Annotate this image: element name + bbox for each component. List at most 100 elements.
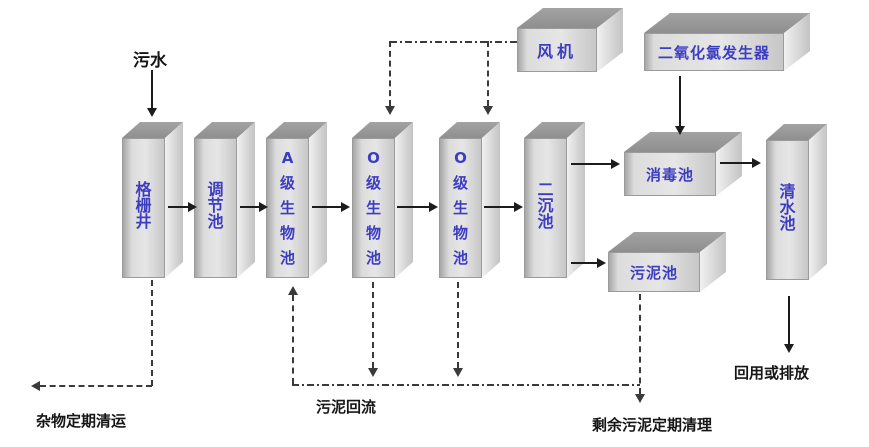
- box-label-char: 沉: [537, 196, 554, 215]
- dashed-line-o-bio-1-drain: [372, 282, 374, 368]
- dashed-line-fan-drop-2: [487, 41, 489, 106]
- arrowhead-down: [368, 368, 378, 377]
- arrowhead-up: [288, 286, 298, 295]
- box-label-char: 物: [365, 223, 381, 242]
- box-label-char: 池: [207, 212, 224, 231]
- box-label: 消毒池: [645, 165, 694, 184]
- dashed-line-return-to-a-bio: [292, 295, 294, 384]
- box-label-char: 清: [779, 182, 796, 201]
- box-front-face: O 级 生 物 池: [439, 138, 482, 278]
- arrowhead-down: [675, 126, 685, 135]
- arrowhead-down: [453, 368, 463, 377]
- box-label-char: O: [367, 148, 380, 167]
- box-3d-top-face: [194, 122, 255, 138]
- arrow-sewage-to-grid-well: [151, 70, 153, 108]
- box-3d-side-face: [482, 122, 500, 278]
- box-front-face: 清 水 池: [766, 140, 809, 280]
- box-3d-top-face: [644, 13, 810, 33]
- box-front-face: 风机: [517, 28, 597, 72]
- label-debris-removal: 杂物定期清运: [36, 412, 127, 430]
- arrow-o-bio-1-to-o-bio-2: [397, 206, 429, 208]
- box-3d-top-face: [517, 8, 623, 28]
- box-label-char: 调: [207, 180, 224, 199]
- arrowhead-right: [752, 158, 761, 168]
- box-label-char: O: [454, 148, 467, 167]
- dashed-line-grid-well-drop: [151, 280, 153, 386]
- box-label-char: 格: [135, 180, 152, 199]
- arrow-o-bio-2-to-sedimentation: [484, 206, 514, 208]
- arrowhead-right: [259, 202, 268, 212]
- box-label-char: 物: [279, 223, 295, 242]
- box-front-face: O 级 生 物 池: [352, 138, 395, 278]
- box-label-char: 栅: [135, 196, 152, 215]
- box-3d-top-face: [122, 122, 183, 138]
- box-3d-side-face: [809, 124, 827, 280]
- arrowhead-left: [31, 381, 40, 391]
- arrow-a-bio-to-o-bio-1: [312, 206, 341, 208]
- box-label-char: 级: [279, 173, 295, 192]
- box-label-char: 级: [365, 173, 381, 192]
- arrow-sedimentation-to-sludge-tank: [571, 262, 597, 264]
- box-front-face: 消毒池: [624, 152, 716, 196]
- box-front-face: 格 栅 井: [122, 138, 165, 278]
- arrowhead-right: [597, 258, 606, 268]
- box-label: 污泥池: [629, 263, 678, 282]
- arrowhead-down: [385, 106, 395, 115]
- box-label: 二氧化氯发生器: [657, 43, 770, 62]
- box-3d-top-face: [352, 122, 413, 138]
- arrowhead-right: [429, 202, 438, 212]
- arrowhead-right: [188, 202, 197, 212]
- dashed-line-fan-header: [390, 41, 517, 43]
- box-front-face: 二氧化氯发生器: [644, 33, 784, 71]
- box-label-char: 池: [452, 248, 468, 267]
- box-label: 风机: [536, 42, 577, 61]
- box-3d-top-face: [439, 122, 500, 138]
- arrow-regulating-to-a-bio: [240, 206, 259, 208]
- box-label-char: 水: [779, 198, 796, 217]
- label-excess-sludge-removal: 剩余污泥定期清理: [592, 416, 713, 434]
- arrowhead-right: [514, 202, 523, 212]
- box-label-char: 生: [365, 198, 381, 217]
- dashed-line-fan-drop-1: [389, 41, 391, 106]
- arrow-disinfection-to-clear-water: [720, 162, 752, 164]
- box-3d-top-face: [766, 124, 827, 140]
- box-3d-top-face: [524, 122, 585, 138]
- arrowhead-right: [341, 202, 350, 212]
- box-3d-side-face: [165, 122, 183, 278]
- arrowhead-down: [147, 108, 157, 117]
- box-3d-side-face: [567, 122, 585, 278]
- dashed-line-sludge-return: [292, 384, 640, 386]
- box-label-char: 池: [279, 248, 295, 267]
- arrow-sedimentation-to-disinfection: [571, 163, 611, 165]
- box-label-char: 池: [365, 248, 381, 267]
- box-label-char: 池: [779, 214, 796, 233]
- box-3d-side-face: [237, 122, 255, 278]
- box-label-char: A: [281, 148, 294, 167]
- arrowhead-right: [611, 159, 620, 169]
- arrowhead-down: [635, 394, 645, 403]
- arrow-clear-water-to-reuse: [788, 296, 790, 344]
- box-label-char: 级: [452, 173, 468, 192]
- box-label-char: 池: [537, 212, 554, 231]
- arrow-generator-to-disinfection: [679, 76, 681, 126]
- box-front-face: A 级 生 物 池: [266, 138, 309, 278]
- box-label-char: 物: [452, 223, 468, 242]
- dashed-line-debris-left: [40, 385, 152, 387]
- box-front-face: 二 沉 池: [524, 138, 567, 278]
- arrowhead-down: [784, 344, 794, 353]
- box-front-face: 污泥池: [608, 252, 700, 292]
- box-label-char: 生: [279, 198, 295, 217]
- box-3d-top-face: [266, 122, 327, 138]
- box-label-char: 二: [537, 180, 554, 199]
- arrow-grid-well-to-regulating: [168, 206, 188, 208]
- box-label-char: 井: [135, 212, 152, 231]
- box-3d-top-face: [608, 232, 726, 252]
- box-3d-side-face: [309, 122, 327, 278]
- box-3d-side-face: [395, 122, 413, 278]
- dashed-line-o-bio-2-drain: [457, 282, 459, 368]
- label-reuse-or-discharge: 回用或排放: [734, 364, 810, 382]
- label-sludge-return: 污泥回流: [316, 398, 377, 416]
- box-label-char: 生: [452, 198, 468, 217]
- box-3d-top-face: [624, 132, 742, 152]
